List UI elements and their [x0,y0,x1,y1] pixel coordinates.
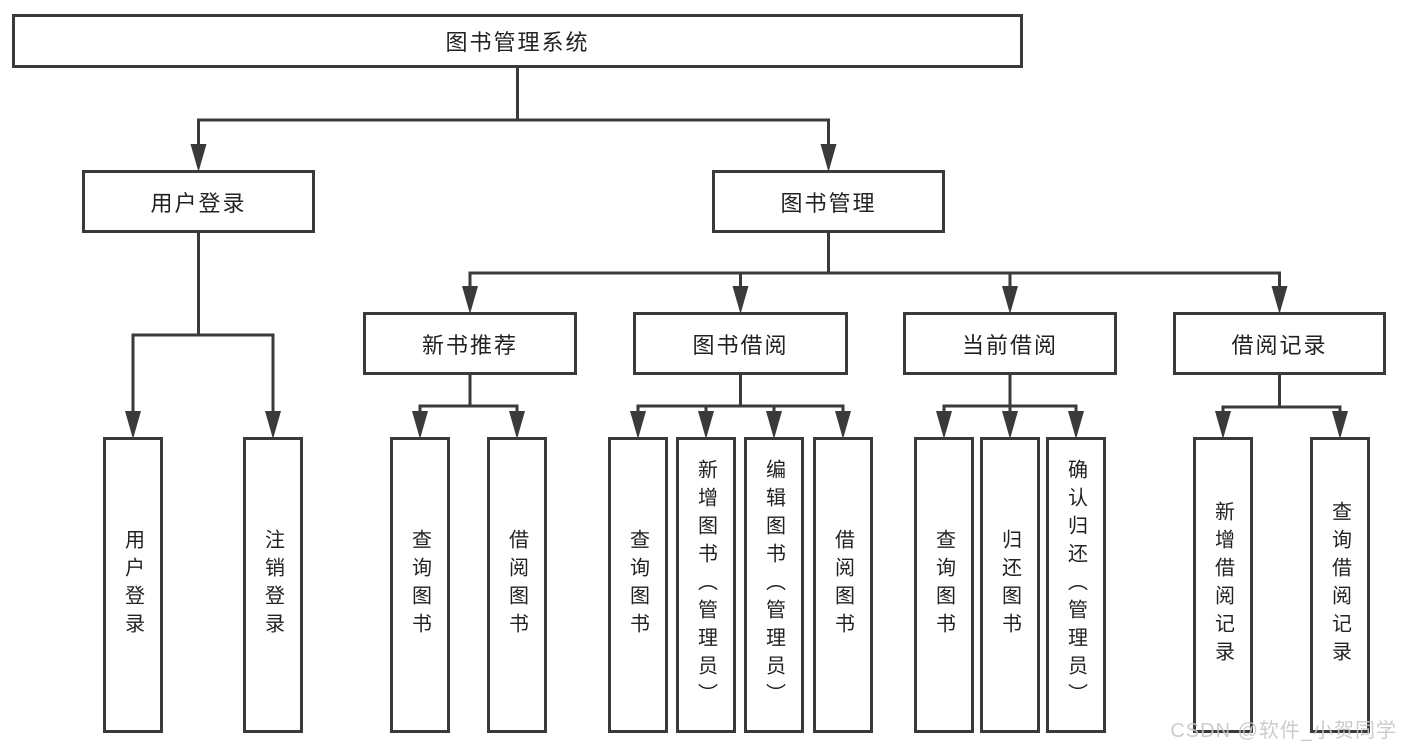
arrowhead-icon [732,286,749,314]
node-leaf-record-query: 查询借阅记录 [1310,437,1370,733]
arrowhead-icon [509,411,525,439]
node-borrowing-records: 借阅记录 [1173,312,1386,375]
arrowhead-icon [412,411,428,439]
arrowhead-icon [1002,286,1018,314]
node-leaf-recommend-borrow: 借阅图书 [487,437,547,733]
arrowhead-icon [1002,411,1018,439]
node-leaf-record-add: 新增借阅记录 [1193,437,1253,733]
arrowhead-icon [698,411,714,439]
arrowhead-icon [835,411,851,439]
node-leaf-current-query: 查询图书 [914,437,974,733]
arrowhead-icon [462,286,478,314]
node-book-borrowing: 图书借阅 [633,312,848,375]
arrowhead-icon [1332,411,1348,439]
node-leaf-current-confirm: 确认归还（管理员） [1046,437,1106,733]
arrowhead-icon [1068,411,1084,439]
node-current-borrowing: 当前借阅 [903,312,1117,375]
arrowhead-icon [936,411,952,439]
node-leaf-user-login: 用户登录 [103,437,163,733]
node-book-management: 图书管理 [712,170,945,233]
node-leaf-logout: 注销登录 [243,437,303,733]
arrowhead-icon [820,144,837,172]
node-user-login: 用户登录 [82,170,315,233]
node-root: 图书管理系统 [12,14,1023,68]
arrowhead-icon [1215,411,1231,439]
node-new-book-recommend: 新书推荐 [363,312,577,375]
csdn-watermark: CSDN @软件_小贺同学 [1170,720,1397,742]
arrowhead-icon [125,411,141,439]
arrowhead-icon [190,144,207,172]
arrowhead-icon [1271,286,1288,314]
node-leaf-recommend-query: 查询图书 [390,437,450,733]
node-leaf-current-return: 归还图书 [980,437,1040,733]
node-leaf-borrow-edit: 编辑图书（管理员） [744,437,804,733]
node-leaf-borrow-add: 新增图书（管理员） [676,437,736,733]
node-leaf-borrow-query: 查询图书 [608,437,668,733]
arrowhead-icon [630,411,646,439]
arrowhead-icon [265,411,281,439]
arrowhead-icon [766,411,782,439]
node-leaf-borrow-borrow: 借阅图书 [813,437,873,733]
